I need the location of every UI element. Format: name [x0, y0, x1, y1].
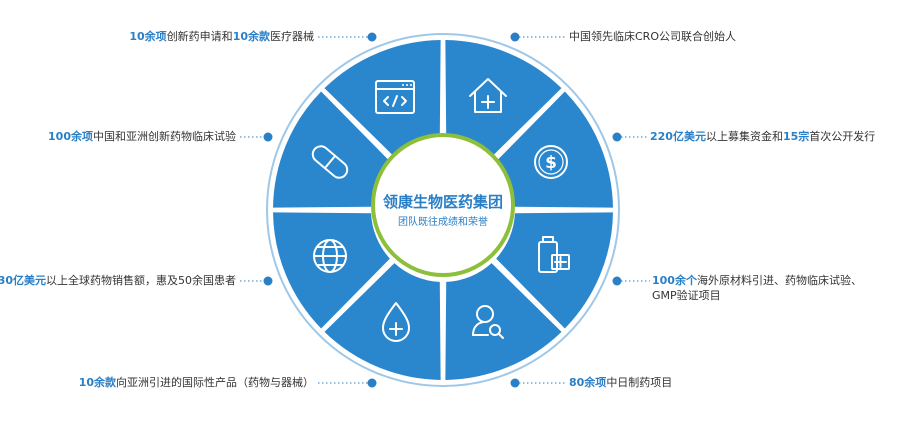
segment-pill-capsule — [324, 40, 441, 157]
user-search-icon — [472, 305, 504, 339]
label-mid-right: 220亿美元以上募集资金和15宗首次公开发行 — [650, 129, 875, 144]
blood-drop-plus-icon — [382, 302, 410, 342]
label-mid-left: 100余项中国和亚洲创新药物临床试验 — [48, 129, 236, 144]
label-top-left: 10余项创新药申请和10余款医疗器械 — [129, 29, 314, 44]
segment-ring — [273, 40, 613, 380]
label-bottom-left-text-1: 向亚洲引进的国际性产品（药物与器械） — [116, 376, 314, 389]
label-mid-right-highlight-2: 15宗 — [782, 130, 810, 143]
dot-mid-left — [263, 132, 273, 142]
label-top-left-text-2: 医疗器械 — [270, 30, 314, 43]
dot-top-left — [367, 32, 377, 42]
label-top-right: 中国领先临床CRO公司联合创始人 — [569, 29, 736, 44]
label-top-left-text-1: 创新药申请和 — [166, 30, 233, 43]
leader-lines — [240, 36, 650, 384]
label-bottom-right: 80余项中日制药项目 — [569, 375, 672, 390]
label-low-right: 100余个海外原材料引进、药物临床试验、 GMP验证项目 — [652, 273, 862, 303]
medical-house-icon — [469, 78, 507, 113]
segment-dollar-coin — [496, 212, 613, 329]
label-top-right-text-1: 中国领先临床CRO公司联合创始人 — [569, 30, 736, 43]
center-ring — [371, 133, 515, 277]
label-low-right-text-2: GMP验证项目 — [652, 289, 721, 302]
dot-bottom-left — [367, 378, 377, 388]
label-bottom-right-text-1: 中日制药项目 — [606, 376, 673, 389]
label-low-right-highlight-1: 100余个 — [652, 274, 697, 287]
svg-text:$: $ — [545, 153, 557, 173]
code-window-icon — [375, 80, 415, 114]
label-bottom-left: 10余款向亚洲引进的国际性产品（药物与器械） — [79, 375, 314, 390]
label-low-left-highlight-1: 30亿美元 — [0, 274, 46, 287]
label-low-right-text-1: 海外原材料引进、药物临床试验、 — [696, 274, 862, 287]
label-mid-right-highlight-1: 220亿美元 — [650, 130, 706, 143]
segment-medicine-bottle — [445, 263, 562, 380]
label-mid-left-highlight-1: 100余项 — [48, 130, 93, 143]
pill-capsule-icon — [311, 145, 349, 179]
label-low-left-text-1: 以上全球药物销售额，惠及50余国患者 — [46, 274, 236, 287]
globe-icon — [313, 239, 347, 273]
segment-medical-house — [496, 91, 613, 208]
center-title: 领康生物医药集团 — [382, 193, 503, 211]
medicine-bottle-icon — [538, 236, 570, 273]
dot-low-left — [263, 276, 273, 286]
dot-mid-right — [612, 132, 622, 142]
label-mid-right-text-1: 以上募集资金和 — [705, 130, 783, 143]
dot-top-right — [510, 32, 520, 42]
label-bottom-left-highlight-1: 10余款 — [78, 376, 116, 389]
dollar-coin-icon: $ — [534, 145, 568, 179]
center-subtitle: 团队既往成绩和荣誉 — [398, 215, 488, 228]
label-top-left-highlight-1: 10余项 — [129, 30, 167, 43]
label-mid-right-text-2: 首次公开发行 — [809, 130, 876, 143]
label-top-left-highlight-2: 10余款 — [232, 30, 270, 43]
outer-ring — [266, 33, 620, 387]
dot-bottom-right — [510, 378, 520, 388]
dot-low-right — [612, 276, 622, 286]
label-low-left: 30亿美元以上全球药物销售额，惠及50余国患者 — [0, 273, 236, 288]
label-mid-left-text-1: 中国和亚洲创新药物临床试验 — [93, 130, 236, 143]
segment-globe — [273, 91, 390, 208]
segment-code-window — [445, 40, 562, 157]
label-bottom-right-highlight-1: 80余项 — [569, 376, 607, 389]
segment-blood-drop-plus — [273, 212, 390, 329]
segment-user-search — [324, 263, 441, 380]
